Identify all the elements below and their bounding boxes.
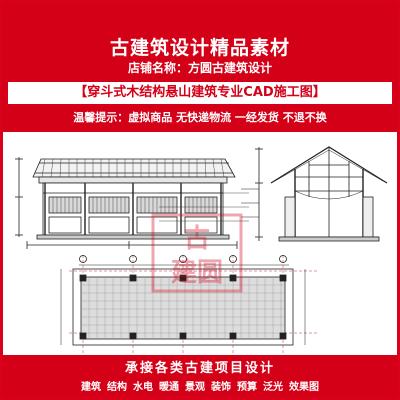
cad-drawing [9,137,393,353]
service-item: 水电 [133,382,153,393]
service-item: 暖通 [159,382,179,393]
service-item: 景观 [185,382,205,393]
service-item: 建筑 [81,382,101,393]
notice-text: 温馨提示：虚拟商品 无快递物流 一经发货 不退不换 [73,111,327,124]
floor-plan-drawing [60,255,319,353]
services-list: 建筑 结构 水电 暖通 景观 装饰 预算 泛光 效果图 [3,378,397,393]
service-item: 结构 [107,382,127,393]
header-banner: 古建筑设计精品素材 店铺名称：方圆古建筑设计 【穿斗式木结构悬山建筑专业CAD施… [3,3,397,132]
service-item: 效果图 [289,382,319,393]
service-item: 泛光 [263,382,283,393]
service-item: 装饰 [211,382,231,393]
shop-name: 店铺名称：方圆古建筑设计 [127,61,272,75]
product-banner: 【穿斗式木结构悬山建筑专业CAD施工图】 [8,82,392,104]
section-elevation-drawing [255,146,388,242]
page-title: 古建筑设计精品素材 [109,37,290,59]
service-item: 预算 [237,382,257,393]
footer-slogan: 承接各类古建项目设计 [124,361,275,376]
front-elevation-drawing [15,157,259,249]
footer-banner: 承接各类古建项目设计 建筑 结构 水电 暖通 景观 装饰 预算 泛光 效果图 [3,355,397,397]
